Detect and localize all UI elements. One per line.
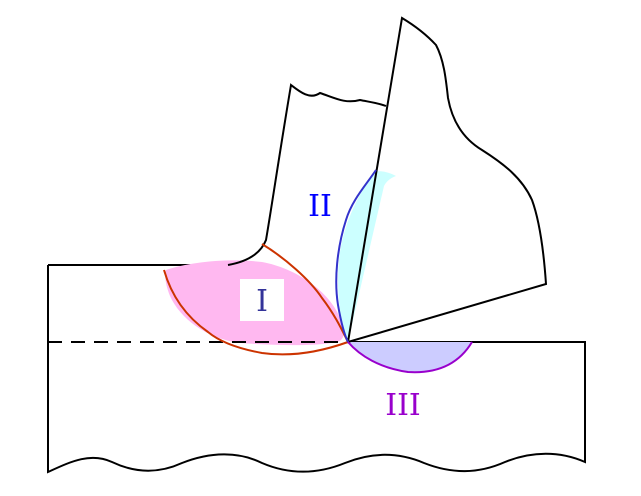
tertiary-zone-label: III — [385, 388, 421, 423]
primary-zone-boundary — [163, 243, 350, 356]
workpiece — [47, 265, 586, 474]
primary-zone-label: I — [256, 284, 268, 319]
cutting-tool — [346, 16, 548, 344]
primary-label-backdrop — [240, 279, 284, 321]
secondary-deformation-zone — [338, 171, 396, 342]
tertiary-zone-boundary — [347, 341, 473, 374]
secondary-zone-boundary — [335, 169, 377, 343]
secondary-zone-label: II — [308, 189, 332, 224]
chip — [227, 83, 387, 266]
